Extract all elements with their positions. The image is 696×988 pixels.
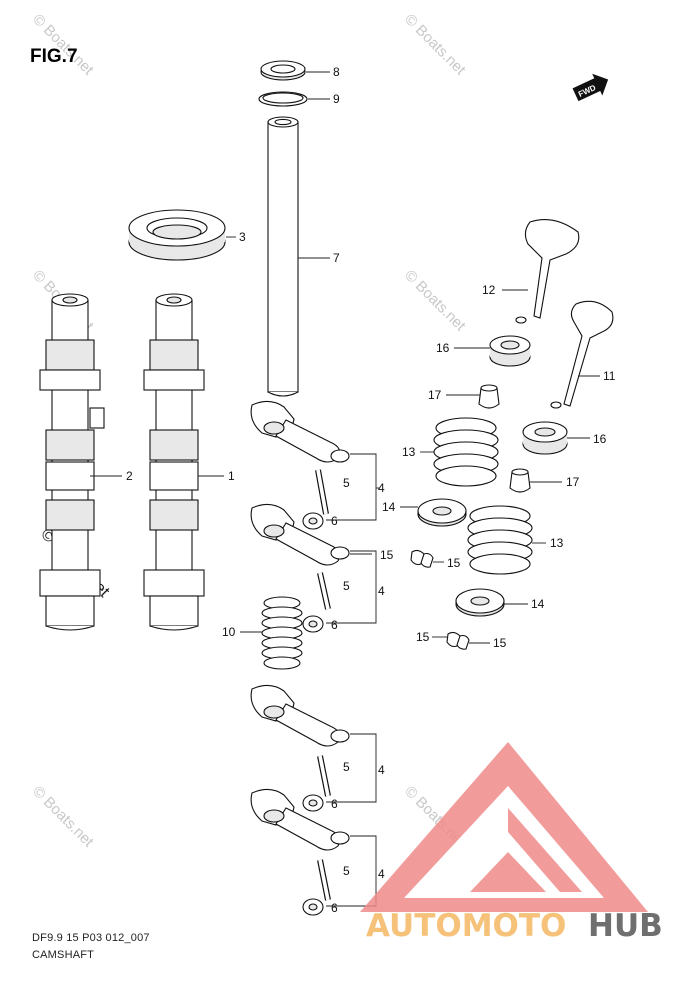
- logo-text-hub: HUB: [588, 908, 663, 944]
- part-14-washer-b: [455, 588, 528, 617]
- part-12-valve: [502, 219, 580, 324]
- part-13-spring-b: [467, 505, 546, 575]
- rocker-assembly-1: [250, 400, 380, 530]
- part-2-camshaft: [39, 293, 122, 631]
- watermark: © Boats.net: [401, 267, 469, 335]
- callout-7: 7: [333, 251, 340, 265]
- callout-2: 2: [126, 469, 133, 483]
- callout-11: 11: [603, 369, 616, 383]
- callout-5: 5: [343, 864, 350, 878]
- callout-13: 13: [550, 536, 564, 550]
- callout-3: 3: [239, 230, 246, 244]
- callout-6: 6: [331, 514, 338, 528]
- callout-14: 14: [531, 597, 545, 611]
- callout-16: 16: [593, 432, 607, 446]
- callout-14: 14: [382, 500, 396, 514]
- callout-15: 15: [416, 630, 430, 644]
- callout-8: 8: [333, 65, 340, 79]
- logo-text-automoto: AUTOMOTO: [366, 908, 566, 944]
- callout-4: 4: [378, 584, 385, 598]
- part-1-camshaft: [143, 293, 224, 631]
- watermark-layer: © Boats.net © Boats.net © Boats.net © Bo…: [29, 11, 469, 851]
- part-11-valve: [550, 300, 614, 409]
- watermark: © Boats.net: [29, 783, 97, 851]
- watermark: © Boats.net: [29, 11, 97, 79]
- callout-16: 16: [436, 341, 450, 355]
- callout-5: 5: [343, 579, 350, 593]
- callout-5: 5: [343, 760, 350, 774]
- part-3-seal: [128, 209, 236, 261]
- callout-13: 13: [402, 445, 416, 459]
- automotohub-logo: AUTOMOTO HUB: [360, 742, 663, 944]
- figure-title: FIG.7: [30, 46, 78, 67]
- part-17-seal-a: [446, 384, 500, 409]
- callout-15: 15: [380, 548, 394, 562]
- callout-4: 4: [378, 867, 385, 881]
- callout-15: 15: [493, 636, 507, 650]
- part-16-retainer-b: [522, 421, 590, 455]
- callout-12: 12: [482, 283, 496, 297]
- rocker-assembly-4: [250, 788, 377, 916]
- callout-1: 1: [228, 469, 235, 483]
- callout-15: 15: [447, 556, 461, 570]
- callout-5: 5: [343, 476, 350, 490]
- part-14-washer-a: [400, 498, 467, 527]
- callout-6: 6: [331, 618, 338, 632]
- rocker-assembly-2: [250, 503, 377, 633]
- part-10-spring: [240, 596, 303, 670]
- part-7-shaft: [267, 116, 330, 397]
- callout-6: 6: [331, 797, 338, 811]
- figure-name: CAMSHAFT: [32, 949, 94, 961]
- callout-17: 17: [428, 388, 442, 402]
- part-15-cotter-b: [432, 631, 490, 650]
- part-9-oring: [258, 91, 330, 107]
- part-8-seal: [260, 60, 330, 81]
- callout-4: 4: [378, 763, 385, 777]
- callout-10: 10: [222, 625, 236, 639]
- callout-6: 6: [331, 901, 338, 915]
- callout-4: 4: [378, 481, 385, 495]
- figure-code: DF9.9 15 P03 012_007: [32, 932, 150, 944]
- callout-9: 9: [333, 92, 340, 106]
- part-15-cotter-a: [410, 549, 444, 568]
- part-13-spring-a: [420, 417, 499, 487]
- callout-labels: 8 9 3 7 12 16 11 17 16 13 17 14 15 15 13…: [126, 65, 616, 915]
- part-16-retainer-a: [454, 335, 531, 367]
- fwd-arrow-icon: FWD: [572, 73, 609, 102]
- part-17-seal-b: [509, 468, 562, 493]
- watermark: © Boats.net: [401, 11, 469, 79]
- callout-17: 17: [566, 475, 580, 489]
- rocker-assembly-3: [250, 684, 377, 812]
